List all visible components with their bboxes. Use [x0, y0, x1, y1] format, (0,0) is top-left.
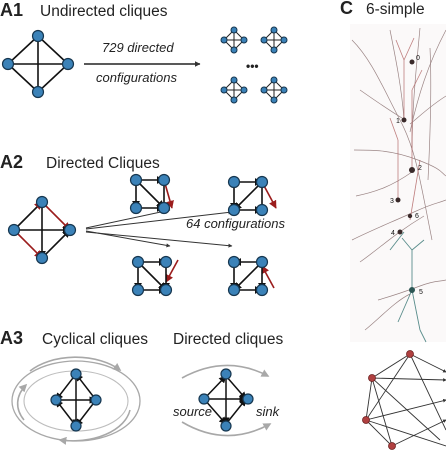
neuron-label-3: 3 — [390, 198, 394, 205]
simplex-node — [368, 374, 376, 382]
panel-label-a3: A3 — [0, 328, 23, 348]
panel-label-a2: A2 — [0, 152, 23, 172]
neuron-label-1: 1 — [396, 118, 400, 125]
config-clique-4 — [227, 255, 275, 297]
config-clique-1 — [129, 173, 174, 215]
simplex-node — [388, 442, 396, 450]
neuron-label-5: 5 — [419, 289, 423, 296]
simplex-node — [406, 350, 414, 358]
panel-title-a2: Directed Cliques — [46, 155, 160, 172]
neuron-label-2: 2 — [418, 165, 422, 172]
cyclical-clique — [11, 356, 141, 445]
simplex-graph — [364, 353, 446, 447]
panel-title-c: 6-simple — [366, 1, 425, 18]
undirected-clique — [1, 29, 75, 99]
panel-title-a3-cyclical: Cyclical cliques — [42, 331, 148, 348]
panel-title-a1: Undirected cliques — [40, 3, 168, 20]
neuron-label-0: 0 — [416, 55, 420, 62]
small-directed-clique-1 — [220, 26, 248, 54]
simplex-node — [362, 416, 370, 424]
neuron-label-4: 4 — [391, 230, 395, 237]
config-clique-2 — [227, 175, 277, 217]
neuron-label-6: 6 — [415, 213, 419, 220]
source-sink-clique — [181, 364, 272, 437]
a2-fan-text: 64 configurations — [186, 216, 286, 231]
source-label: source — [173, 404, 212, 419]
sink-label: sink — [256, 404, 281, 419]
config-clique-3 — [131, 255, 179, 297]
panel-title-a3-directed: Directed cliques — [173, 331, 284, 348]
a1-ellipsis: ••• — [246, 59, 259, 73]
panel-label-c: C — [340, 0, 353, 18]
small-directed-clique-4 — [260, 76, 288, 104]
main-directed-clique — [7, 195, 77, 265]
panel-label-a1: A1 — [0, 0, 23, 20]
a1-arrow-text-bottom: configurations — [96, 70, 177, 85]
configuration-fan — [85, 208, 233, 248]
neuron-reconstruction — [350, 24, 446, 343]
small-directed-clique-2 — [260, 26, 288, 54]
a1-arrow-text-top: 729 directed — [102, 40, 174, 55]
small-directed-clique-3 — [220, 76, 248, 104]
